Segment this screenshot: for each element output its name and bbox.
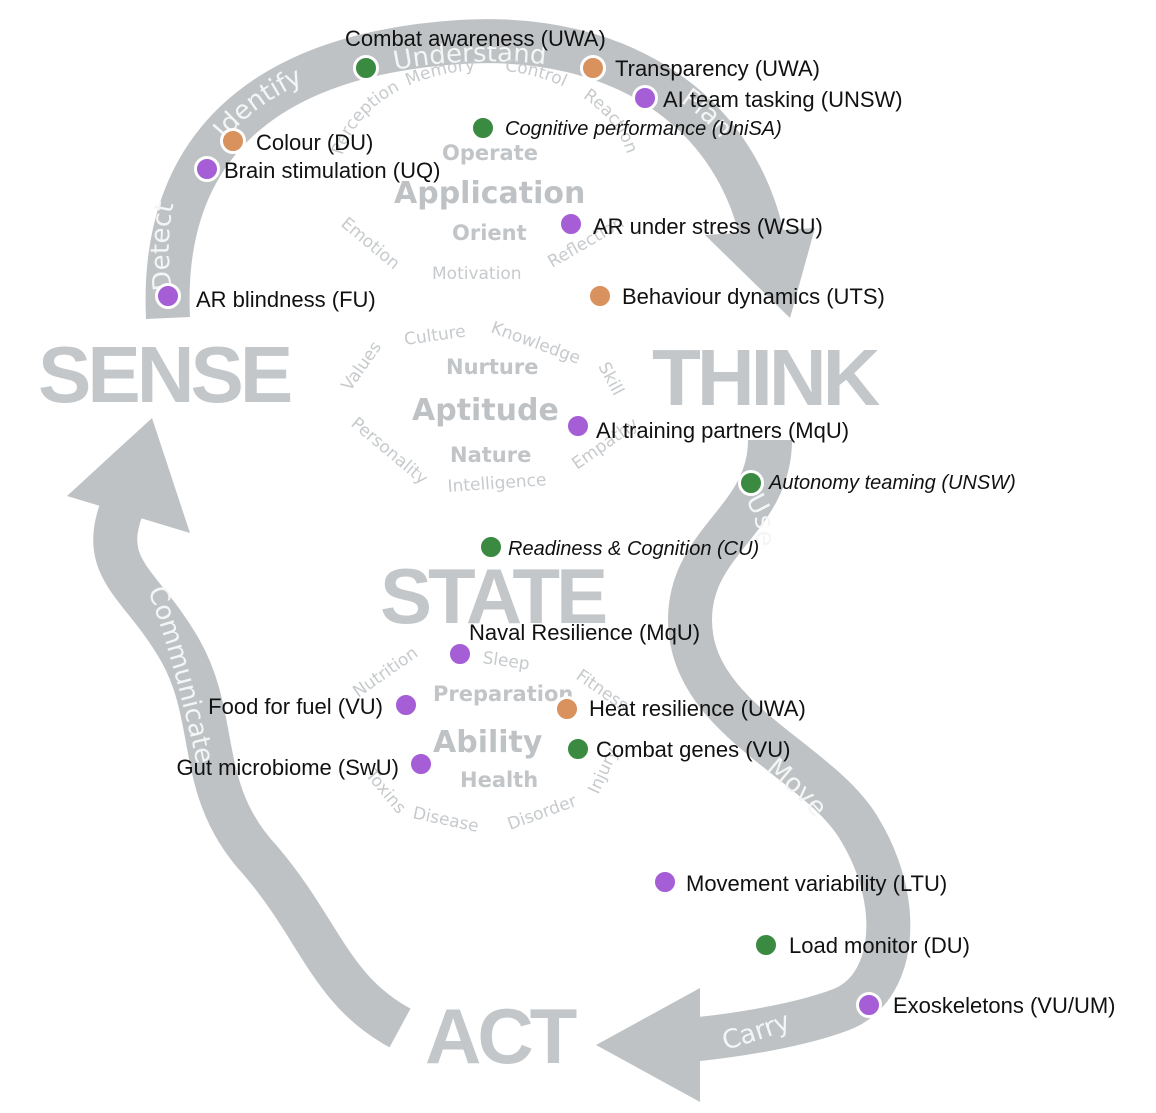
project-item: Cognitive performance (UniSA) [470,115,782,141]
project-marker-purple [393,692,419,718]
project-label: AR under stress (WSU) [593,214,823,239]
stage-act: ACT [425,992,577,1080]
project-label: Heat resilience (UWA) [589,696,806,721]
arrow-head-think [705,228,815,318]
wheel-word: Disorder [505,791,580,834]
wheel-word: Culture [403,322,467,350]
project-markers: Combat awareness (UWA) Transparency (UWA)… [155,26,1116,1018]
project-item: Behaviour dynamics (UTS) [587,283,885,309]
project-label: Combat awareness (UWA) [345,26,606,51]
wheel-core: Aptitude [412,393,559,428]
wheel-core: Application [394,176,585,211]
project-label: Exoskeletons (VU/UM) [893,993,1116,1018]
project-label: Colour (DU) [256,130,373,155]
project-label: AI team tasking (UNSW) [663,87,903,112]
project-item: Gut microbiome (SwU) [177,751,434,780]
project-marker-green [478,534,504,560]
arrow-head-act [596,988,700,1102]
project-marker-purple [558,211,584,237]
project-label: Load monitor (DU) [789,933,970,958]
project-label: Food for fuel (VU) [208,694,383,719]
wheel-upper: Operate [442,141,538,165]
wheel-word: Skill [594,359,628,399]
wheel-upper: Preparation [433,682,573,706]
wheel-core: Ability [433,725,543,760]
project-item: AR blindness (FU) [155,283,376,312]
project-item: Readiness & Cognition (CU) [478,534,759,560]
stage-words: SENSE THINK STATE ACT [38,330,885,1080]
project-marker-purple [408,751,434,777]
project-marker-green [470,115,496,141]
project-item: Combat awareness (UWA) [345,26,606,81]
project-label: Gut microbiome (SwU) [177,755,399,780]
project-label: AR blindness (FU) [196,287,376,312]
project-marker-purple [194,156,220,182]
project-marker-green [738,470,764,496]
project-marker-orange [587,283,613,309]
arrow-head-sense [67,418,190,533]
stage-think: THINK [652,333,881,422]
wheel-word: Disease [411,803,481,836]
project-item: Colour (DU) [220,128,373,155]
stage-state: STATE [380,552,605,640]
arrow-sense-to-think [145,19,787,320]
project-marker-purple [447,641,473,667]
project-marker-purple [652,869,678,895]
project-label: Naval Resilience (MqU) [469,620,700,645]
wheel-upper: Nurture [446,355,538,379]
project-marker-purple [632,85,658,111]
wheel-word: Intelligence [447,470,547,497]
wheel-aptitude: Culture Knowledge Skill Values Personali… [338,318,642,497]
project-label: Autonomy teaming (UNSW) [768,472,1016,494]
project-label: Brain stimulation (UQ) [224,158,440,183]
project-item: Movement variability (LTU) [652,869,947,896]
stage-sense: SENSE [38,330,291,419]
project-label: Transparency (UWA) [615,56,820,81]
project-marker-purple [856,992,882,1018]
project-item: Combat genes (VU) [565,736,790,762]
project-label: Movement variability (LTU) [686,871,947,896]
project-marker-purple [565,413,591,439]
project-label: Combat genes (VU) [596,737,790,762]
project-label: AI training partners (MqU) [596,418,849,443]
project-item: Brain stimulation (UQ) [194,156,440,183]
project-item: AI training partners (MqU) [565,413,849,443]
project-item: Load monitor (DU) [753,932,970,958]
project-item: Exoskeletons (VU/UM) [856,992,1116,1018]
wheel-word: Motivation [432,264,522,284]
wheel-lower: Nature [450,443,531,467]
project-marker-green [353,55,379,81]
project-item: Autonomy teaming (UNSW) [738,470,1016,496]
wheel-word: Values [338,338,386,395]
project-marker-green [565,736,591,762]
wheel-ability: Sleep Nutrition Fitness Toxins Disease D… [349,643,632,837]
project-label: Behaviour dynamics (UTS) [622,284,885,309]
wheel-lower: Orient [452,221,527,245]
arrow-act-to-sense [93,491,412,1048]
project-item: Transparency (UWA) [580,55,820,81]
project-item: Heat resilience (UWA) [554,696,806,722]
project-marker-orange [220,128,246,154]
project-item: Naval Resilience (MqU) [447,620,700,667]
project-item: AI team tasking (UNSW) [632,85,903,112]
wheel-word: Sleep [481,648,531,674]
project-item: Food for fuel (VU) [208,692,419,719]
project-marker-orange [580,55,606,81]
wheel-word: Emotion [337,214,404,274]
arrow-think-to-act [667,438,911,1062]
project-label: Cognitive performance (UniSA) [505,118,782,140]
cycle-arrows [67,19,911,1102]
project-marker-orange [554,696,580,722]
project-item: AR under stress (WSU) [558,211,823,239]
label-detect: Detect [146,199,181,292]
wheel-lower: Health [460,768,538,792]
project-marker-green [753,932,779,958]
project-label: Readiness & Cognition (CU) [508,538,759,560]
project-marker-purple [155,283,181,309]
svg-text:Detect: Detect [146,199,181,292]
